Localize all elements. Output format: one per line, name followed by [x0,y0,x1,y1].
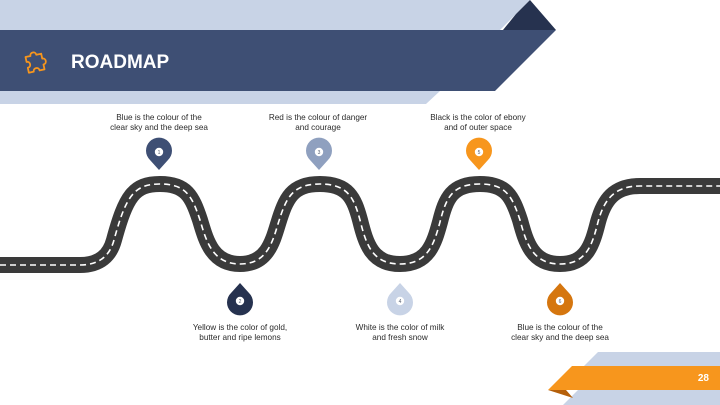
footer-orange-bar [548,366,720,390]
milestone-4-text-line2: and fresh snow [372,333,428,342]
milestone-6: 6 Blue is the colour of the clear sky an… [511,283,609,342]
header-light-band-bottom [0,91,440,104]
header-light-band-top [0,0,530,30]
header-navy-bar [0,30,556,91]
milestone-6-text-line1: Blue is the colour of the [517,323,603,332]
milestone-5-badge [474,147,484,157]
footer-light-band-bottom [563,390,720,405]
milestone-5-number: 5 [478,150,481,156]
milestone-4-badge [395,296,405,306]
milestone-2-number: 2 [239,299,242,305]
milestone-1-number: 1 [158,150,161,156]
header-dark-accent [503,0,556,30]
road-center-line [0,183,720,266]
milestone-1-badge [154,147,164,157]
milestone-1: Blue is the colour of the clear sky and … [110,113,208,170]
milestone-5-text-line2: and of outer space [444,123,512,132]
milestone-6-badge [555,296,565,306]
puzzle-icon [24,51,47,74]
milestone-4-number: 4 [399,299,402,305]
milestone-2-text-line2: butter and ripe lemons [199,333,280,342]
milestone-2: 2 Yellow is the color of gold, butter an… [193,283,287,342]
milestone-3-text-line1: Red is the colour of danger [269,113,368,122]
milestone-1-text-line2: clear sky and the deep sea [110,123,208,132]
milestone-2-text-line1: Yellow is the color of gold, [193,323,287,332]
road [0,176,720,273]
page-number: 28 [698,373,710,384]
footer-light-band-top [584,352,720,366]
milestone-3-badge [314,147,324,157]
milestone-6-number: 6 [559,299,562,305]
milestone-3-number: 3 [318,150,321,156]
milestone-6-text-line2: clear sky and the deep sea [511,333,609,342]
milestone-3-text-line2: and courage [295,123,341,132]
milestone-3: Red is the colour of danger and courage … [269,113,368,170]
milestone-5: Black is the color of ebony and of outer… [430,113,527,170]
footer-dark-accent [548,390,573,398]
header-banner [0,0,556,104]
milestone-4: 4 White is the color of milk and fresh s… [356,283,446,342]
milestone-4-text-line1: White is the color of milk [356,323,446,332]
page-title: ROADMAP [71,52,169,73]
footer-banner [548,352,720,405]
milestone-5-text-line1: Black is the color of ebony [430,113,526,122]
milestone-2-badge [235,296,245,306]
milestone-1-text-line1: Blue is the colour of the [116,113,202,122]
